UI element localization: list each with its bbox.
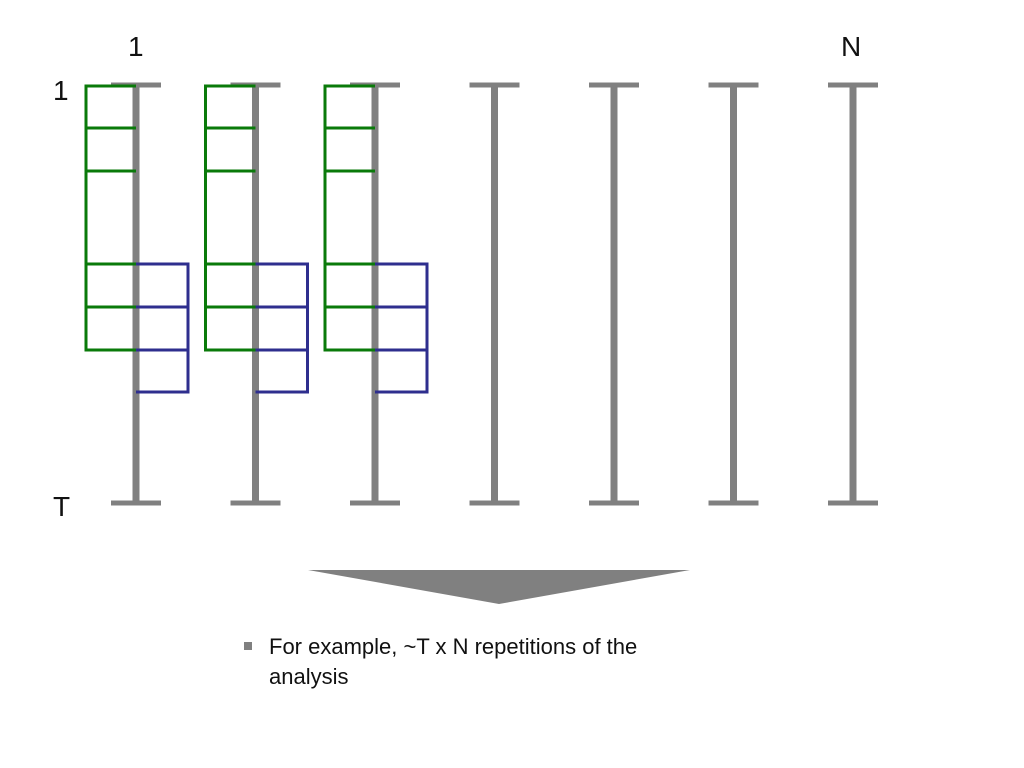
column-label-first: 1 — [128, 31, 144, 62]
row-label-last: T — [53, 491, 71, 522]
bullet-text: For example, ~T x N repetitions of the a… — [269, 634, 638, 689]
column-label-last: N — [841, 31, 862, 62]
bullet-square-icon — [244, 642, 252, 650]
row-label-first: 1 — [53, 75, 69, 106]
down-arrow-icon — [308, 570, 690, 604]
bullet-list: For example, ~T x N repetitions of the a… — [244, 632, 714, 692]
